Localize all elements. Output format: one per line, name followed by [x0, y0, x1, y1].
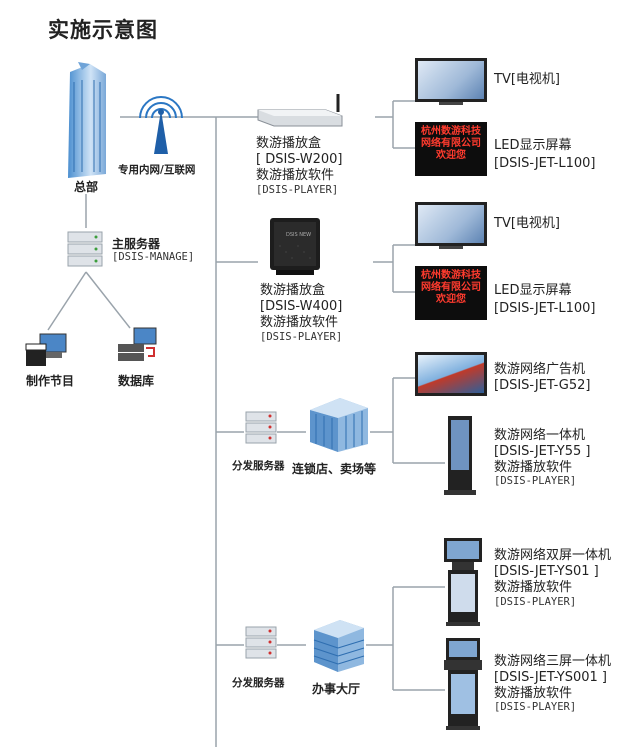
- g52-code: [DSIS-JET-G52]: [494, 378, 591, 393]
- led-1-icon: 杭州数游科技 网络有限公司 欢迎您: [415, 122, 487, 176]
- tv-1-icon: [415, 58, 487, 102]
- ys001-code: [DSIS-JET-YS001 ]: [494, 670, 607, 685]
- hq-building-icon: [68, 62, 106, 178]
- player1-software-code: [DSIS-PLAYER]: [256, 184, 339, 196]
- kiosk-ys001-icon: [444, 638, 482, 730]
- player1-software: 数游播放软件: [256, 168, 335, 183]
- player1-code: [ DSIS-W200]: [256, 152, 343, 167]
- ys01-software: 数游播放软件: [494, 580, 573, 595]
- main-server-icon: [67, 231, 103, 267]
- ys01-code: [DSIS-JET-YS01 ]: [494, 564, 599, 579]
- y55-code: [DSIS-JET-Y55 ]: [494, 444, 591, 459]
- network-label: 专用内网/互联网: [118, 164, 196, 176]
- kiosk-y55-icon: [444, 416, 476, 495]
- tv-1-stand: [439, 102, 463, 105]
- tv-2-stand: [439, 246, 463, 249]
- ys001-name: 数游网络三屏一体机: [494, 654, 612, 669]
- ys01-software-code: [DSIS-PLAYER]: [494, 596, 577, 608]
- page-title: 实施示意图: [48, 18, 158, 42]
- box-brand: DSIS NEW: [286, 232, 311, 238]
- led-2-label: LED显示屏幕: [494, 283, 572, 298]
- ys01-name: 数游网络双屏一体机: [494, 548, 612, 563]
- store-building-icon: [310, 398, 368, 452]
- server-database-line: [85, 271, 131, 329]
- distribution-server-1-icon: [245, 411, 277, 444]
- player-box-1-icon: [257, 94, 343, 127]
- g52-name: 数游网络广告机: [494, 362, 586, 377]
- player2-software: 数游播放软件: [260, 315, 339, 330]
- main-server-name: 主服务器: [112, 237, 161, 251]
- hall-label: 办事大厅: [312, 682, 361, 696]
- server-production-line: [47, 271, 87, 331]
- distribution-server-2-icon: [245, 626, 277, 659]
- database-label: 数据库: [118, 374, 155, 388]
- production-icon: [25, 333, 67, 366]
- distribution-server-1-label: 分发服务器: [232, 460, 285, 472]
- y55-software-code: [DSIS-PLAYER]: [494, 475, 577, 487]
- antenna-icon: [139, 96, 183, 154]
- led-1-label: LED显示屏幕: [494, 138, 572, 153]
- tv-1-label: TV[电视机]: [494, 72, 560, 87]
- player2-software-code: [DSIS-PLAYER]: [260, 331, 343, 343]
- distribution-server-2-label: 分发服务器: [232, 677, 285, 689]
- ad-machine-g52-icon: [415, 352, 487, 396]
- led-2-code: [DSIS-JET-L100]: [494, 301, 596, 316]
- store-label: 连锁店、卖场等: [292, 462, 377, 476]
- hall-building-icon: [313, 620, 365, 672]
- player-box-2-icon: DSIS NEW: [270, 218, 320, 275]
- player1-name: 数游播放盒: [256, 136, 322, 151]
- led-1-code: [DSIS-JET-L100]: [494, 156, 596, 171]
- y55-name: 数游网络一体机: [494, 428, 586, 443]
- main-server-code: [DSIS-MANAGE]: [112, 251, 195, 263]
- ys001-software-code: [DSIS-PLAYER]: [494, 701, 577, 713]
- y55-software: 数游播放软件: [494, 460, 573, 475]
- led-2-icon: 杭州数游科技 网络有限公司 欢迎您: [415, 266, 487, 320]
- player2-code: [DSIS-W400]: [260, 299, 343, 314]
- ys001-software: 数游播放软件: [494, 686, 573, 701]
- hq-label: 总部: [74, 180, 99, 194]
- database-icon: [118, 327, 157, 361]
- tv-2-label: TV[电视机]: [494, 216, 560, 231]
- player2-name: 数游播放盒: [260, 283, 326, 298]
- production-label: 制作节目: [26, 374, 75, 388]
- tv-2-icon: [415, 202, 487, 246]
- kiosk-ys01-icon: [444, 538, 482, 626]
